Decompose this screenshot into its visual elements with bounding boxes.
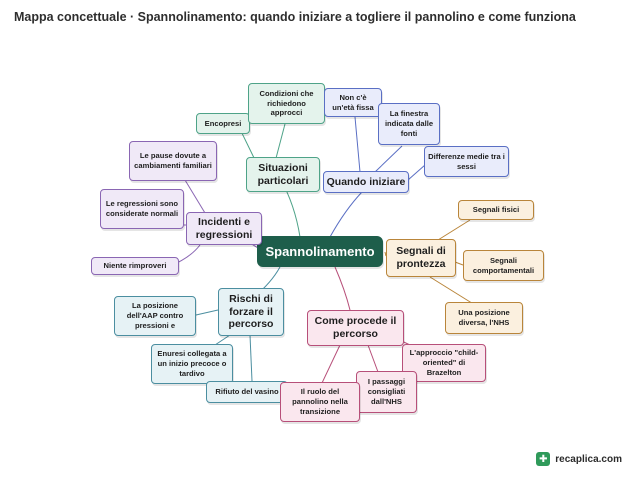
page-title: Mappa concettuale · Spannolinamento: qua… [14, 10, 576, 24]
leaf-ruolo-pannolino[interactable]: Il ruolo del pannolino nella transizione [280, 382, 360, 422]
leaf-differenze-sessi[interactable]: Differenze medie tra i sessi [424, 146, 509, 177]
leaf-encopresi[interactable]: Encopresi [196, 113, 250, 134]
leaf-passaggi-nhs[interactable]: I passaggi consigliati dall'NHS [356, 371, 417, 413]
branch-incidenti-regressioni[interactable]: Incidenti e regressioni [186, 212, 262, 245]
leaf-segnali-fisici[interactable]: Segnali fisici [458, 200, 534, 220]
leaf-posizione-nhs[interactable]: Una posizione diversa, l'NHS [445, 302, 523, 334]
leaf-finestra-fonti[interactable]: La finestra indicata dalle fonti [378, 103, 440, 145]
branch-come-procede[interactable]: Come procede il percorso [307, 310, 404, 346]
leaf-condizioni-approcci[interactable]: Condizioni che richiedono approcci [248, 83, 325, 124]
leaf-regressioni-normali[interactable]: Le regressioni sono considerate normali [100, 189, 184, 229]
branch-situazioni-particolari[interactable]: Situazioni particolari [246, 157, 320, 192]
brand-text: recaplica.com [555, 453, 622, 465]
leaf-enuresi[interactable]: Enuresi collegata a un inizio precoce o … [151, 344, 233, 384]
leaf-posizione-aap[interactable]: La posizione dell'AAP contro pressioni e [114, 296, 196, 336]
leaf-approccio-brazelton[interactable]: L'approccio "child-oriented" di Brazelto… [402, 344, 486, 382]
leaf-rifiuto-vasino[interactable]: Rifiuto del vasino [206, 381, 288, 403]
link-center-quando [329, 191, 363, 238]
link-center-segnali [384, 251, 387, 257]
leaf-eta-fissa[interactable]: Non c'è un'età fissa [324, 88, 382, 117]
brand-logo[interactable]: ✚ recaplica.com [536, 452, 622, 466]
branch-quando-iniziare[interactable]: Quando iniziare [323, 171, 409, 193]
leaf-niente-rimproveri[interactable]: Niente rimproveri [91, 257, 179, 275]
branch-segnali-prontezza[interactable]: Segnali di prontezza [386, 239, 456, 277]
branch-rischi-forzare[interactable]: Rischi di forzare il percorso [218, 288, 284, 336]
center-node[interactable]: Spannolinamento [257, 236, 383, 267]
leaf-segnali-comportamentali[interactable]: Segnali comportamentali [463, 250, 544, 281]
leaf-pause-cambiamenti[interactable]: Le pause dovute a cambiamenti familiari [129, 141, 217, 181]
link-center-procede [334, 266, 351, 311]
recaplica-logo-icon: ✚ [536, 452, 551, 466]
